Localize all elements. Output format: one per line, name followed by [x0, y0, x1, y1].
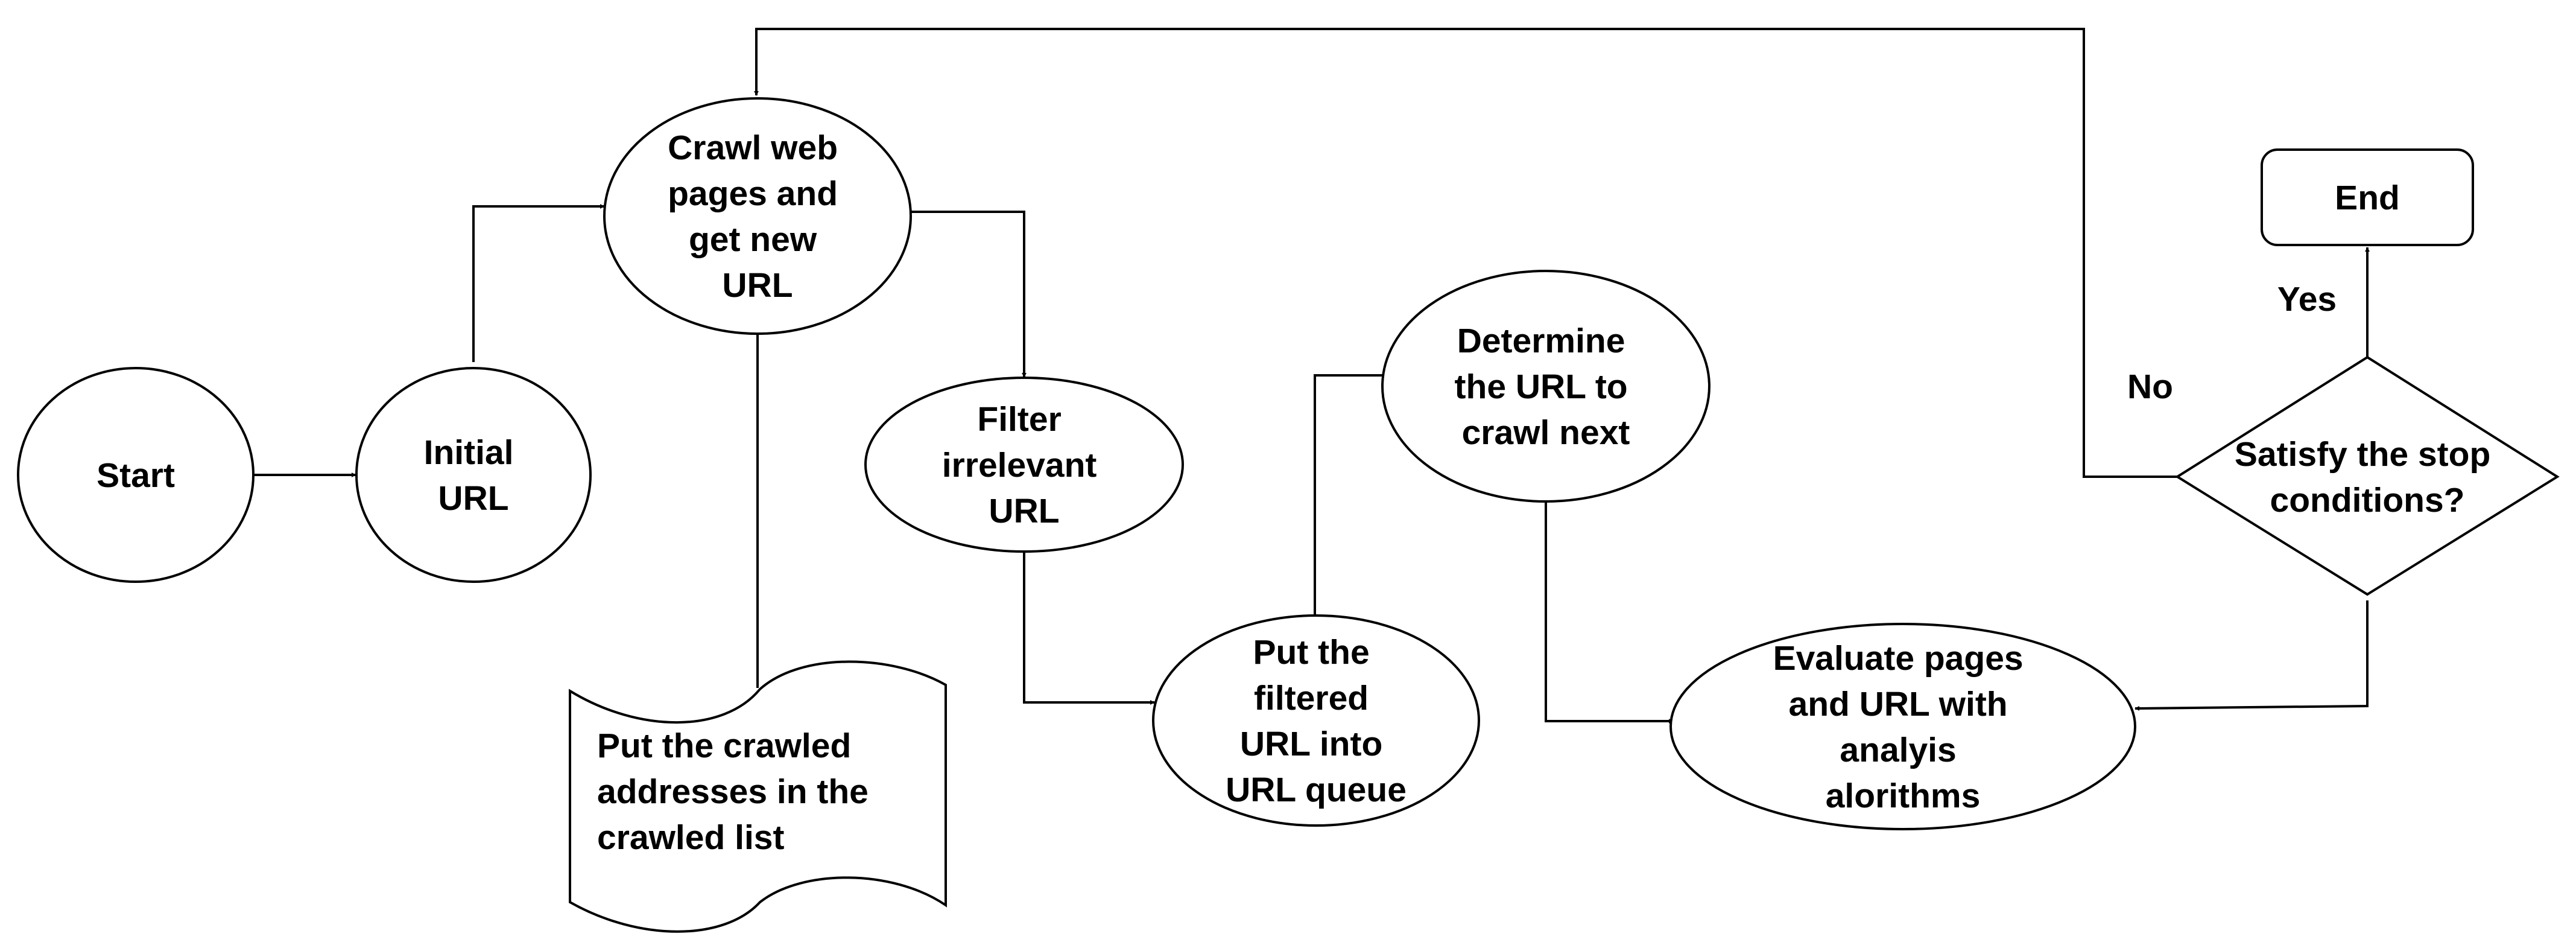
url-queue-label-line-3: URL into [1240, 725, 1382, 763]
crawled-list-label-line-3: crawled list [597, 818, 784, 857]
svg-text:End: End [2335, 179, 2400, 217]
filter-label-line-3: URL [989, 492, 1059, 530]
url-queue-label-line-4: URL queue [1226, 771, 1407, 809]
connectors [253, 28, 2370, 724]
crawled-list-label-line-1: Put the crawled [597, 727, 851, 765]
svg-text:Filter irrelevant: Filter irrelevant URL [942, 400, 1106, 530]
svg-text:Determine the URL to: Determine the URL to crawl next [1455, 322, 1638, 452]
start-node: Start [17, 367, 255, 583]
edge-decision-no-loop-to-crawl [754, 28, 2177, 478]
evaluate-label-line-2: and URL with [1789, 685, 2008, 724]
svg-text:Crawl web pages and: Crawl web pages and get new URL [668, 129, 847, 305]
svg-text:Evaluate pages and URL w: Evaluate pages and URL with analyis alor… [1773, 639, 2033, 815]
evaluate-node: Evaluate pages and URL with analyis alor… [1669, 623, 2136, 830]
determine-label-line-3: crawl next [1462, 413, 1630, 452]
initial-url-label-line-1: Initial [424, 433, 514, 472]
start-node-label: Start [97, 456, 175, 495]
filter-label-line-1: Filter [977, 400, 1061, 439]
url-queue-node: Put the filtered URL into URL queue [1152, 614, 1480, 827]
edge-initial-url-to-crawl [472, 204, 605, 362]
crawl-label-line-2: pages and [668, 174, 838, 213]
edge-label-yes: Yes [2277, 280, 2337, 319]
svg-text:Put the crawled addresse: Put the crawled addresses in the crawled… [597, 727, 878, 857]
determine-label-line-1: Determine [1457, 322, 1625, 360]
end-node: End [2261, 148, 2474, 246]
filter-node: Filter irrelevant URL [864, 377, 1184, 553]
initial-url-node: Initial URL [355, 367, 592, 583]
decision-label-line-2: conditions? [2270, 481, 2465, 520]
crawl-label-line-1: Crawl web [668, 129, 838, 167]
url-queue-label-line-2: filtered [1254, 679, 1369, 718]
edge-label-no: No [2127, 368, 2173, 406]
crawled-list-label-line-2: addresses in the [597, 772, 869, 811]
crawl-label-line-4: URL [722, 266, 793, 305]
svg-text:Initial URL: Initial URL [424, 433, 524, 518]
crawled-list-node: Put the crawled addresses in the crawled… [569, 660, 947, 933]
svg-text:Start: Start [97, 456, 175, 495]
edge-filter-to-queue [1023, 551, 1155, 705]
decision-label-line-1: Satisfy the stop [2235, 435, 2490, 474]
svg-text:Satisfy the stop conditi: Satisfy the stop conditions? [2235, 435, 2500, 520]
filter-label-line-2: irrelevant [942, 446, 1097, 485]
evaluate-label-line-1: Evaluate pages [1773, 639, 2024, 678]
initial-url-label-line-2: URL [438, 479, 508, 518]
stop-condition-decision: Satisfy the stop conditions? [2175, 355, 2560, 596]
edge-queue-to-determine [1314, 373, 1415, 616]
edge-determine-to-evaluate [1545, 501, 1674, 724]
evaluate-label-line-4: alorithms [1826, 777, 1981, 815]
crawl-node: Crawl web pages and get new URL [603, 97, 912, 335]
edge-decision-to-evaluate [2135, 600, 2369, 711]
url-queue-label-line-1: Put the [1253, 633, 1370, 672]
edge-crawl-to-filter [911, 211, 1027, 378]
evaluate-label-line-3: analyis [1840, 731, 1956, 769]
crawl-label-line-3: get new [689, 220, 817, 259]
determine-node: Determine the URL to crawl next [1381, 270, 1710, 503]
determine-label-line-2: the URL to [1455, 368, 1628, 406]
end-node-label: End [2335, 179, 2400, 217]
svg-text:Put the filtered U: Put the filtered URL into URL queue [1226, 633, 1407, 809]
